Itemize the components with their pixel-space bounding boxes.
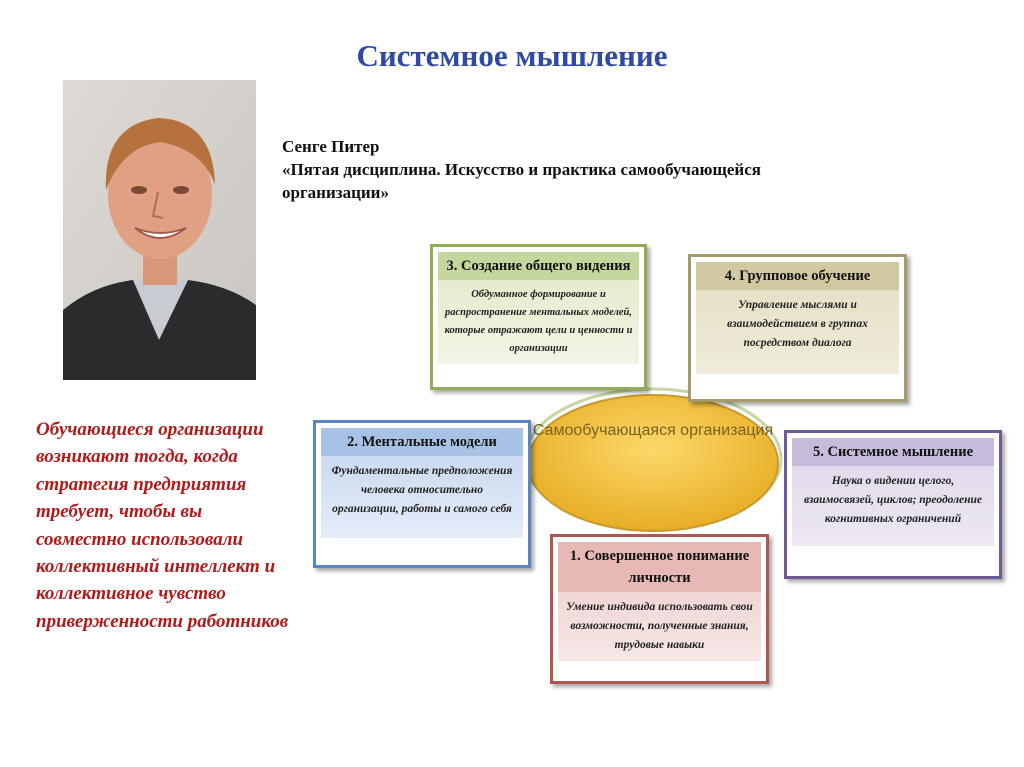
discipline-box-2: 2. Ментальные модели Фундаментальные пре… — [313, 420, 531, 568]
box-title: 4. Групповое обучение — [696, 262, 899, 290]
box-text: Управление мыслями и взаимодействием в г… — [696, 290, 899, 374]
box-text: Умение индивида использовать свои возмож… — [558, 592, 761, 661]
portrait-photo — [63, 80, 256, 380]
box-title: 3. Создание общего видения — [438, 252, 639, 280]
box-title: 2. Ментальные модели — [321, 428, 523, 456]
center-label: Самообучающаяся организация — [532, 422, 774, 439]
discipline-box-5: 5. Системное мышление Наука о видении це… — [784, 430, 1002, 579]
author-name: Сенге Питер — [282, 137, 380, 156]
discipline-box-3: 3. Создание общего видения Обдуманное фо… — [430, 244, 647, 390]
slide-title: Системное мышление — [356, 38, 668, 73]
box-title: 1. Совершенное понимание личности — [558, 542, 761, 592]
box-title: 5. Системное мышление — [792, 438, 994, 466]
book-title: «Пятая дисциплина. Искусство и практика … — [282, 160, 761, 202]
discipline-box-1: 1. Совершенное понимание личности Умение… — [550, 534, 769, 684]
quote-text: Обучающиеся организации возникают тогда,… — [36, 419, 289, 632]
discipline-box-4: 4. Групповое обучение Управление мыслями… — [688, 254, 907, 402]
box-text: Наука о видении целого, взаимосвязей, ци… — [792, 466, 994, 546]
book-reference: Сенге Питер «Пятая дисциплина. Искусство… — [282, 135, 882, 204]
box-text: Фундаментальные предположения человека о… — [321, 456, 523, 538]
box-text: Обдуманное формирование и распространени… — [438, 280, 639, 364]
center-ellipse — [523, 387, 783, 532]
